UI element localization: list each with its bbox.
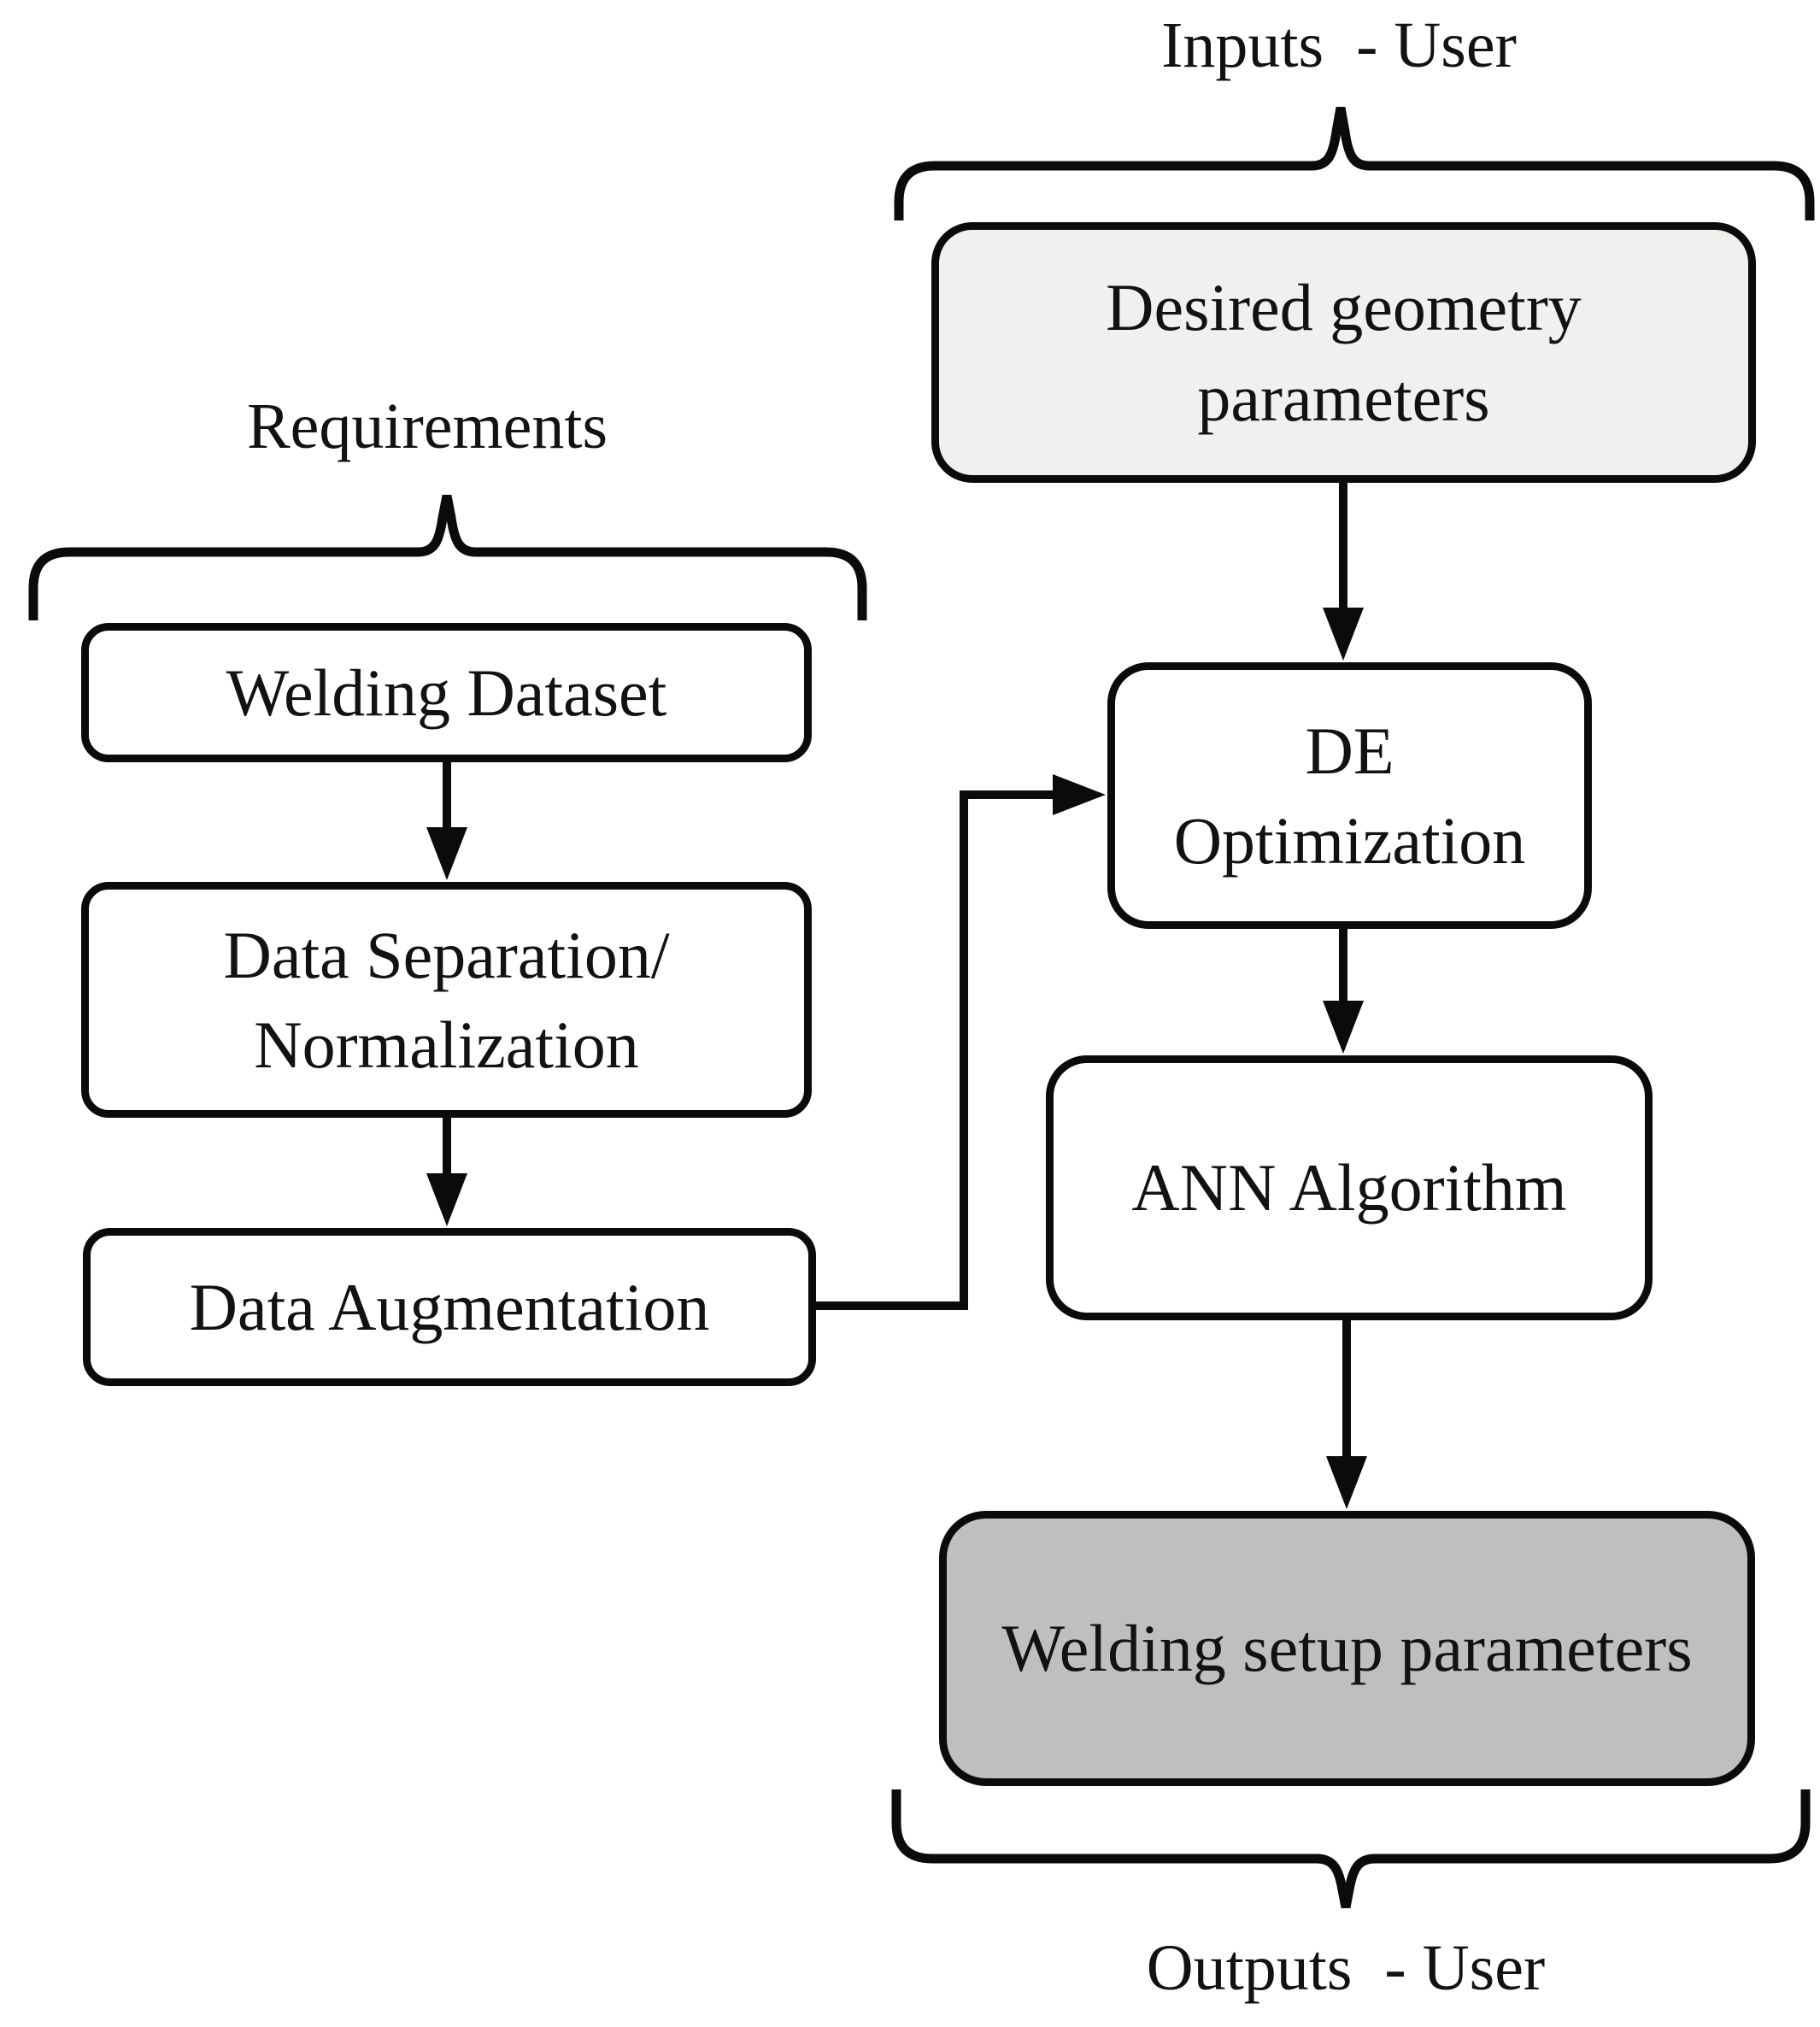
welding-setup-box: Welding setup parameters bbox=[939, 1511, 1755, 1786]
arrow-ann-algorithm-to-welding-setup bbox=[1326, 1319, 1367, 1509]
de-optimization-box: DE Optimization bbox=[1107, 662, 1592, 929]
de-optimization-label-line2: Optimization bbox=[1173, 803, 1526, 878]
desired-geometry-label-line2: parameters bbox=[1197, 360, 1490, 435]
arrow-de-optimization-to-ann-algorithm bbox=[1323, 927, 1364, 1054]
data-separation-label-line1: Data Separation/ bbox=[223, 917, 670, 992]
requirements-brace bbox=[28, 494, 867, 620]
welding-setup-label: Welding setup parameters bbox=[1001, 1611, 1693, 1686]
connector-data-augmentation-to-de-optimization bbox=[812, 774, 1106, 1310]
desired-geometry-box: Desired geometry parameters bbox=[931, 222, 1756, 483]
welding-dataset-label: Welding Dataset bbox=[226, 655, 667, 730]
arrow-data-separation-to-data-augmentation bbox=[426, 1118, 467, 1226]
welding-dataset-box: Welding Dataset bbox=[81, 623, 812, 762]
ann-algorithm-box: ANN Algorithm bbox=[1046, 1055, 1653, 1320]
arrow-desired-geometry-to-de-optimization bbox=[1323, 481, 1364, 661]
data-augmentation-label: Data Augmentation bbox=[189, 1269, 710, 1344]
data-separation-label-line2: Normalization bbox=[254, 1008, 639, 1082]
ann-algorithm-label: ANN Algorithm bbox=[1131, 1150, 1567, 1225]
de-optimization-label-line1: DE bbox=[1305, 713, 1394, 788]
data-augmentation-box: Data Augmentation bbox=[83, 1228, 816, 1386]
arrow-welding-dataset-to-data-separation bbox=[426, 761, 467, 880]
outputs-brace bbox=[891, 1789, 1811, 1909]
data-separation-box: Data Separation/ Normalization bbox=[81, 882, 812, 1118]
requirements-label: Requirements bbox=[246, 391, 608, 462]
desired-geometry-label-line1: Desired geometry bbox=[1106, 270, 1582, 345]
outputs-user-label: Outputs - User bbox=[1146, 1932, 1546, 2004]
inputs-brace bbox=[894, 107, 1815, 220]
inputs-user-label: Inputs - User bbox=[1161, 9, 1517, 81]
